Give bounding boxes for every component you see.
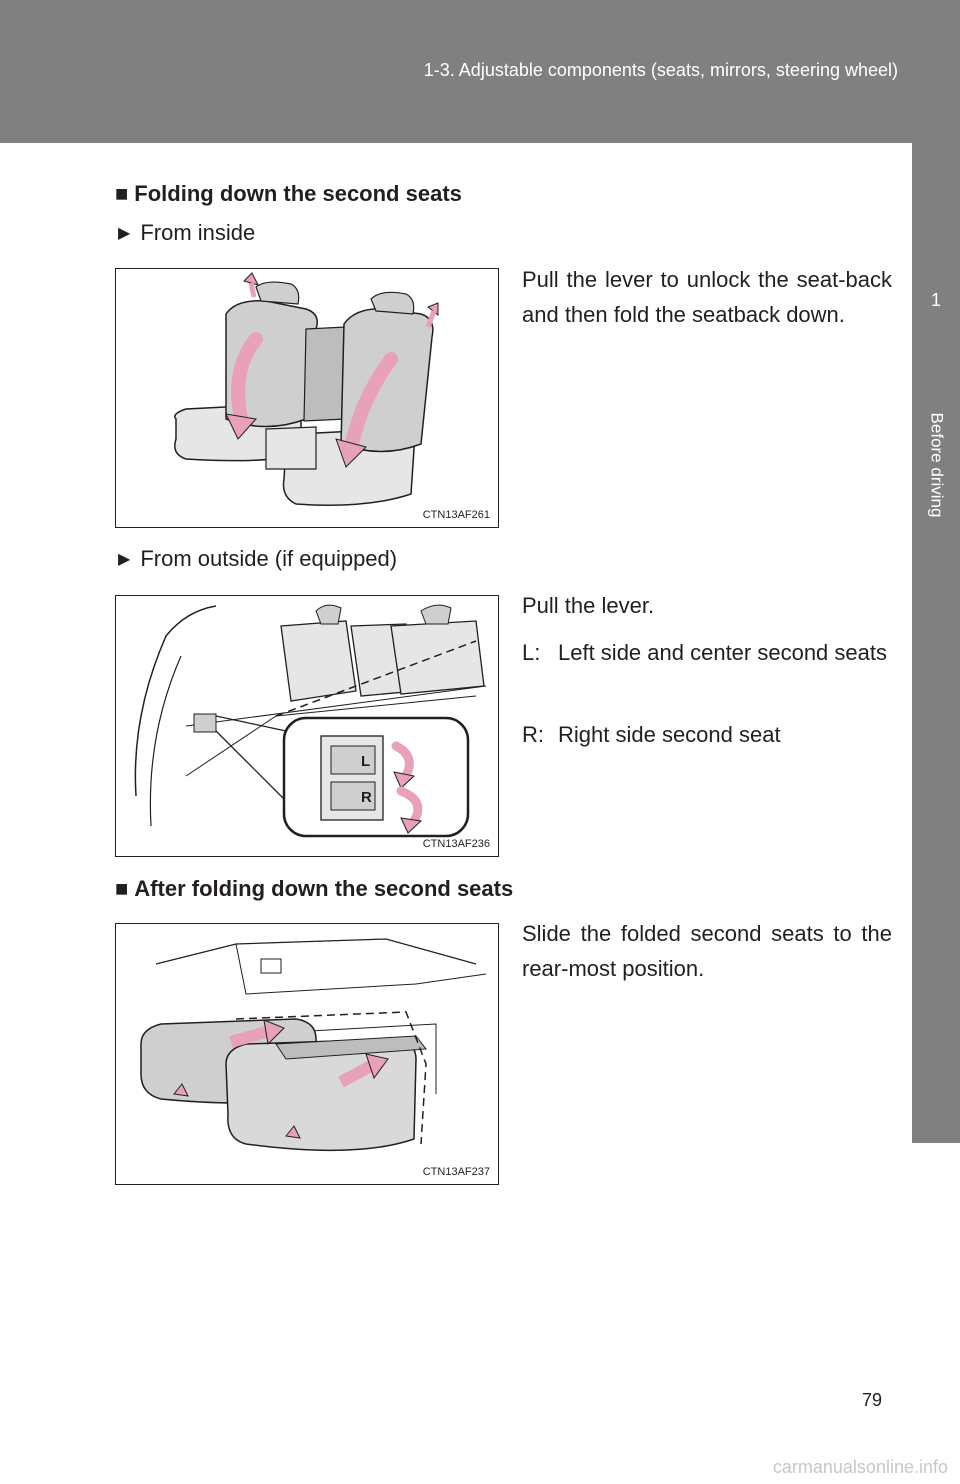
- lever-label-L: L: [361, 753, 370, 770]
- figure-code: CTN13AF261: [422, 509, 490, 521]
- figure-code: CTN13AF237: [422, 1166, 490, 1178]
- seat-slide-illustration: [140, 938, 487, 1152]
- list-item-right: R: Right side second seat: [522, 717, 892, 752]
- instruction-slide: Slide the folded second seats to the rea…: [522, 921, 892, 981]
- heading-text: Folding down the second seats: [134, 181, 462, 206]
- seat-fold-illustration: [174, 272, 439, 506]
- item-value: Right side second seat: [558, 722, 781, 747]
- instruction-outside: Pull the lever.: [522, 593, 655, 618]
- lever-label-R: R: [361, 789, 372, 806]
- chapter-title: 1-3. Adjustable components (seats, mirro…: [423, 60, 898, 80]
- side-tab: [912, 143, 960, 1143]
- triangle-bullet-icon: ▶: [118, 225, 131, 242]
- subheading-text: From inside: [140, 220, 256, 245]
- item-key: L:: [522, 640, 541, 665]
- section-heading-folding: ■Folding down the second seats: [115, 181, 462, 207]
- instruction-inside: Pull the lever to unlock the seat-back a…: [522, 267, 892, 327]
- section-heading-after-folding: ■After folding down the second seats: [115, 876, 513, 902]
- triangle-bullet-icon: ▶: [118, 551, 131, 568]
- side-tab-label: Before driving: [927, 412, 947, 518]
- item-value: Left side and center second seats: [558, 640, 887, 665]
- subheading-from-inside: ▶ From inside: [118, 220, 255, 246]
- subheading-from-outside: ▶ From outside (if equipped): [118, 546, 397, 572]
- figure-code: CTN13AF236: [422, 838, 490, 850]
- side-tab-label-wrap: Before driving: [912, 395, 960, 535]
- heading-text: After folding down the second seats: [134, 876, 514, 901]
- subheading-text: From outside (if equipped): [140, 546, 398, 571]
- item-key: R:: [522, 722, 544, 747]
- heading-square-icon: ■: [115, 876, 129, 901]
- figure-seats-outside: L R CTN13AF236: [115, 595, 499, 857]
- watermark: carmanualsonline.info: [772, 1457, 948, 1477]
- figure-seats-inside: CTN13AF261: [115, 268, 499, 528]
- list-item-left: L: Left side and center second seats: [522, 635, 892, 670]
- page-header: 1-3. Adjustable components (seats, mirro…: [0, 0, 960, 143]
- figure-seats-slide: CTN13AF237: [115, 923, 499, 1185]
- heading-square-icon: ■: [115, 181, 129, 206]
- page-number: 79: [862, 1390, 883, 1410]
- cargo-lever-illustration: L R: [134, 604, 487, 838]
- side-tab-number: 1: [930, 290, 941, 310]
